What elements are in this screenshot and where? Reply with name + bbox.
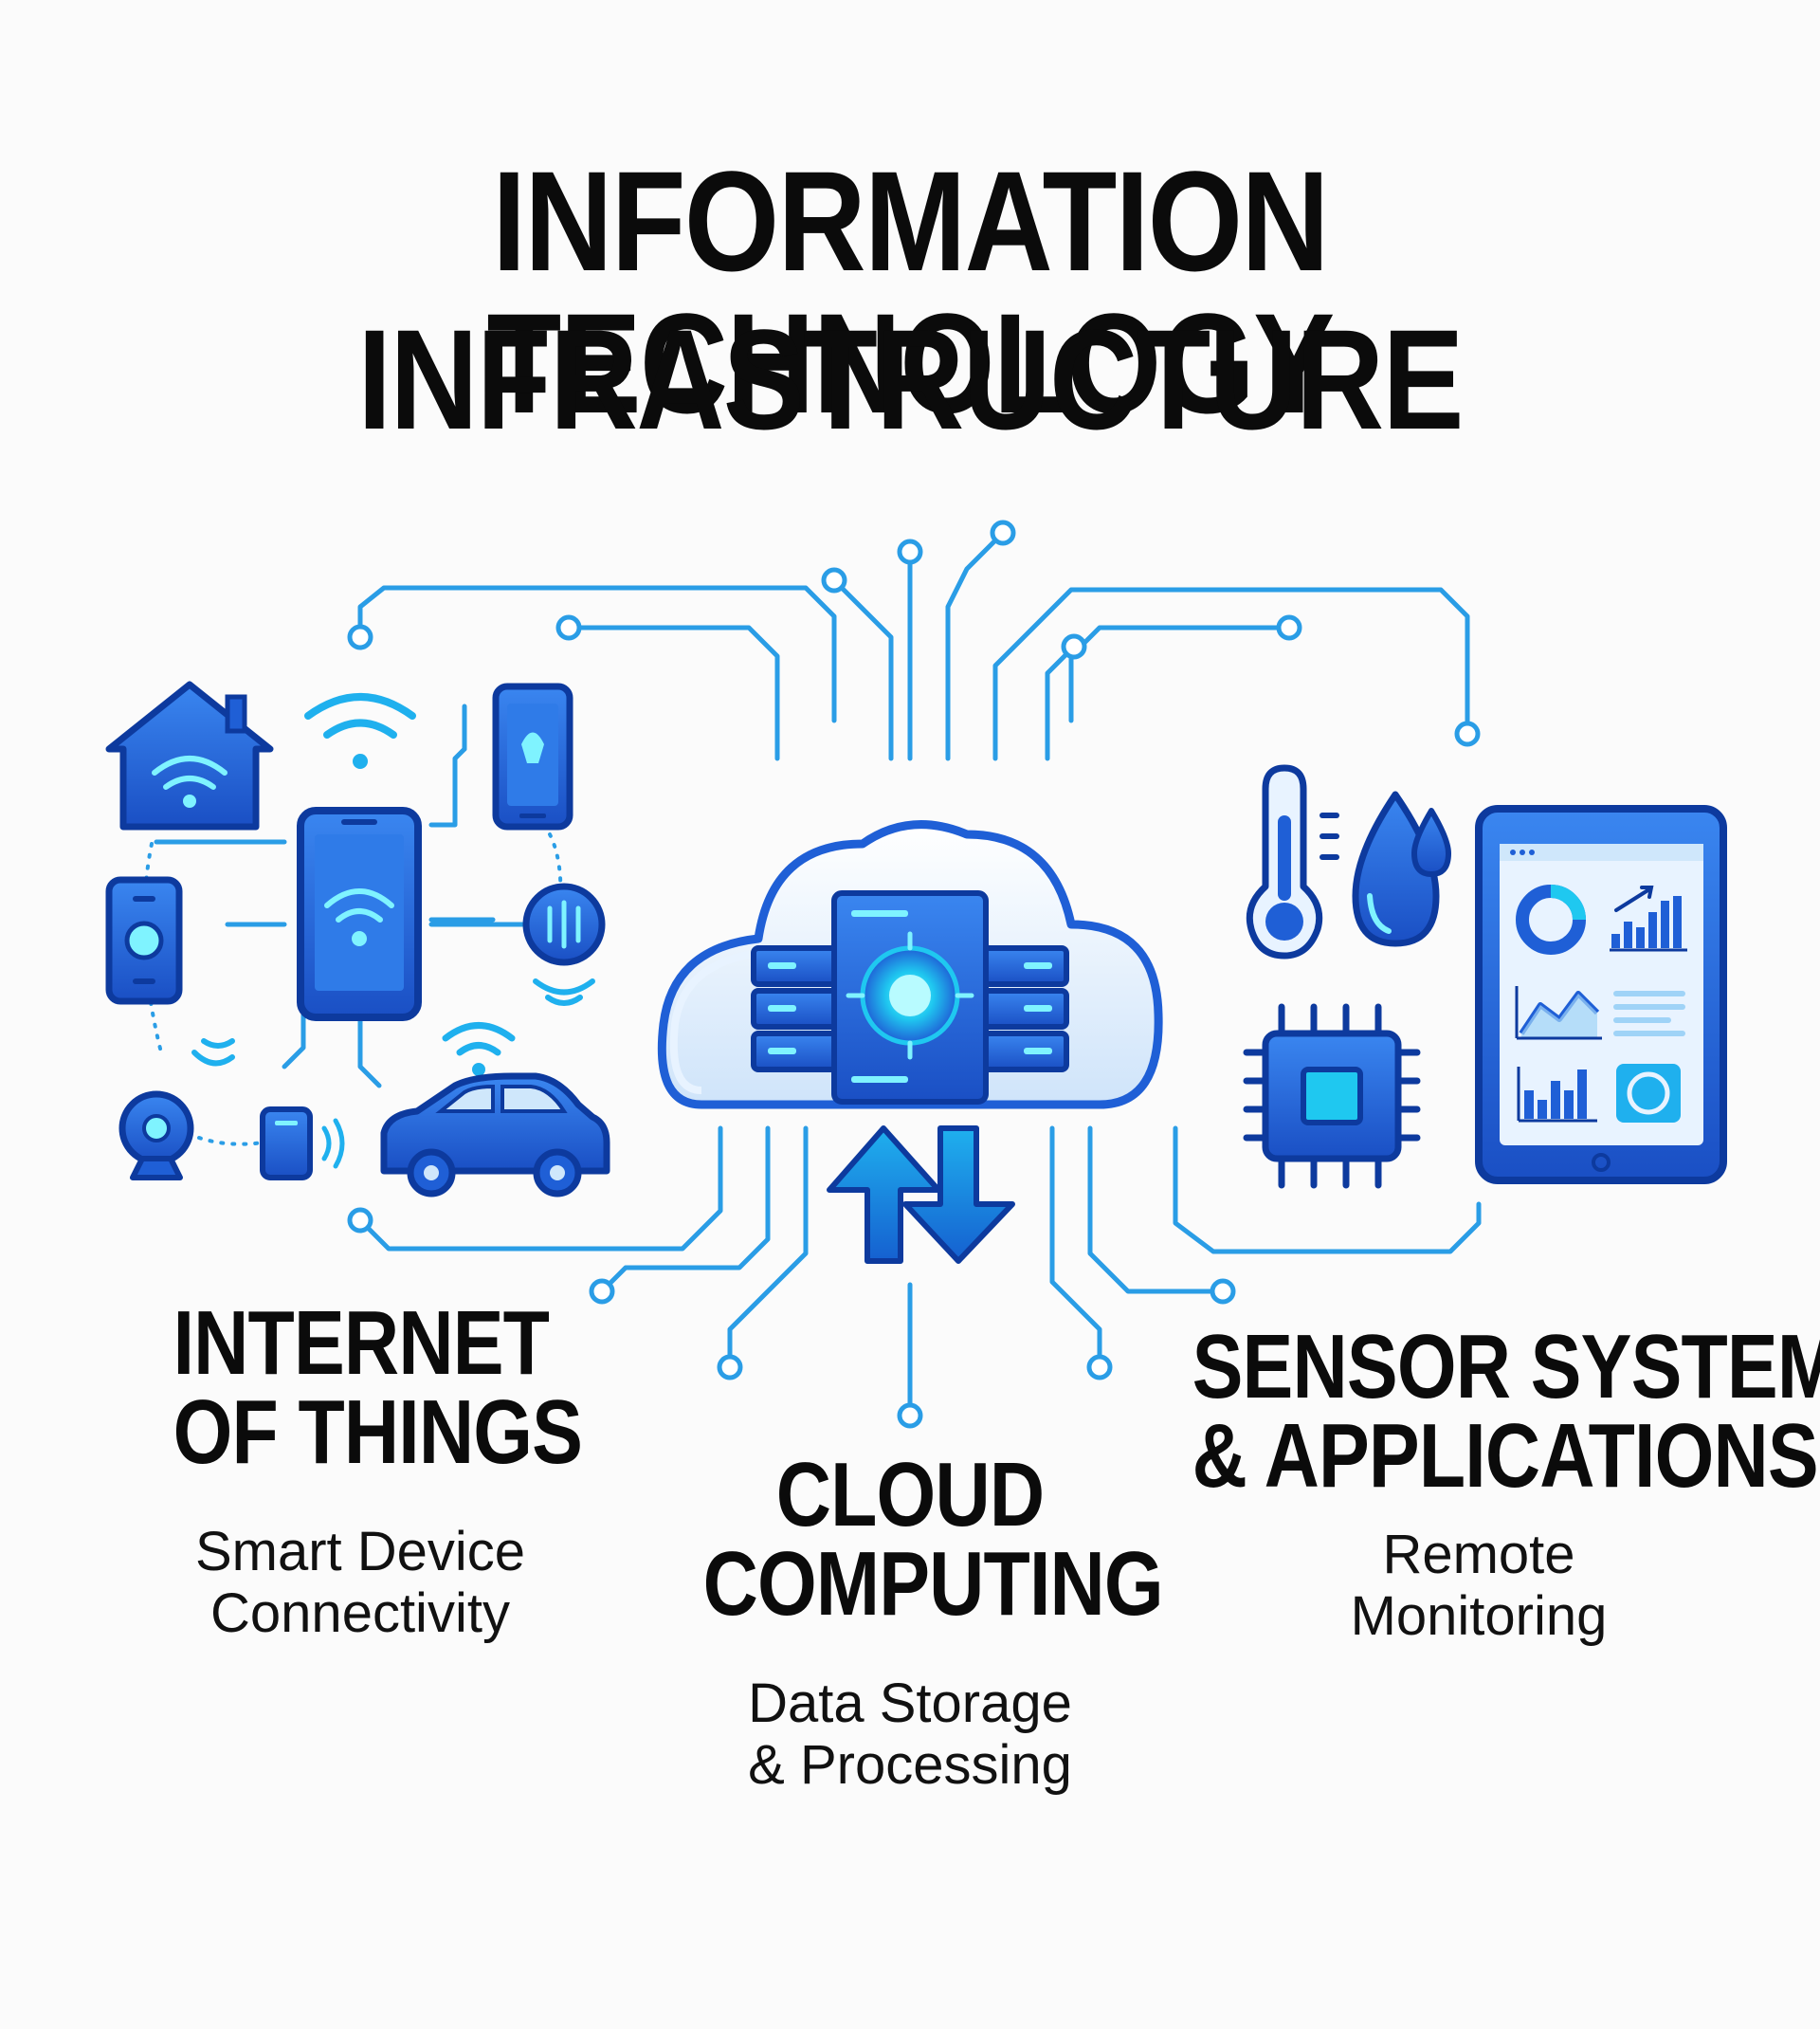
circuit-nodes: [347, 520, 1481, 1429]
page-title-line-2: INFRASTRUCTURE: [357, 300, 1464, 459]
sensors-title: SENSOR SYSTEMS & APPLICATIONS: [1192, 1316, 1820, 1508]
iot-mesh-lines: [142, 832, 563, 1146]
security-camera-icon: [118, 1038, 235, 1180]
circuit-traces: [154, 530, 1482, 1418]
car-icon: [380, 1022, 610, 1197]
thermometer-icon: [1246, 764, 1339, 960]
smart-home-icon: [105, 681, 274, 831]
cloud-subtitle: Data Storage & Processing: [748, 1673, 1072, 1796]
cloud-server-icon: [657, 820, 1163, 1109]
upload-arrow-icon: [827, 1125, 941, 1264]
lightbulb-phone-icon: [492, 683, 573, 831]
smartphone-icon: [297, 807, 422, 1021]
door-sensor-icon: [260, 1106, 345, 1180]
page-title-line-1: INFORMATION TECHNOLOGY: [486, 141, 1335, 443]
iot-subtitle: Smart Device Connectivity: [194, 1521, 526, 1644]
sensors-subtitle: Remote Monitoring: [1350, 1524, 1608, 1647]
wifi-icon: [304, 693, 416, 769]
water-drop-icon: [1352, 791, 1451, 947]
iot-title: INTERNET OF THINGS: [173, 1292, 583, 1484]
microchip-icon: [1243, 1003, 1421, 1189]
cloud-title: CLOUD COMPUTING: [702, 1444, 1164, 1636]
smart-speaker-icon: [105, 876, 183, 1005]
smart-dial-icon: [522, 883, 606, 1006]
download-arrow-icon: [902, 1125, 1015, 1264]
tablet-dashboard-icon: [1475, 805, 1727, 1184]
